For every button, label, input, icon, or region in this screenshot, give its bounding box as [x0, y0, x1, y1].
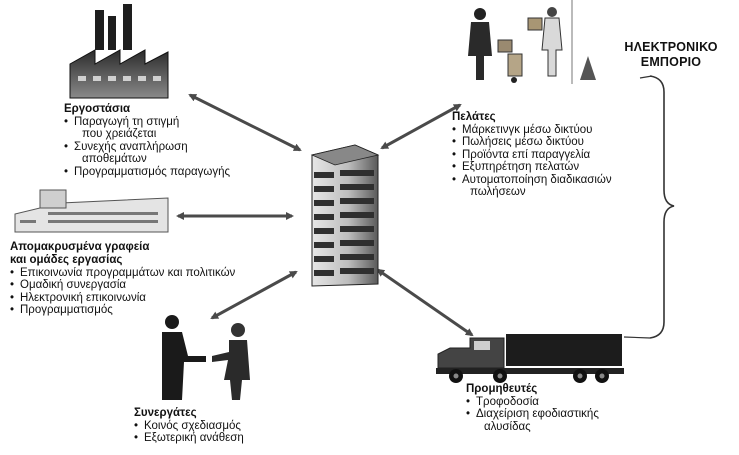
- list-item: Επικοινωνία προγραμμάτων και πολιτικών: [10, 267, 235, 280]
- list-item: Προγραμματισμός παραγωγής: [64, 166, 230, 179]
- delivery-person-icon: [468, 0, 596, 84]
- node-remote-offices: Απομακρυσμένα γραφεία και ομάδες εργασία…: [10, 241, 235, 317]
- customers-title: Πελάτες: [452, 111, 496, 123]
- list-item: Ηλεκτρονική επικοινωνία: [10, 292, 235, 305]
- list-item: Παραγωγή τη στιγμή: [64, 116, 230, 129]
- truck-icon: [436, 334, 624, 383]
- partners-title: Συνεργάτες: [134, 407, 197, 419]
- list-item: πωλήσεων: [470, 186, 526, 199]
- remote-offices-title-line1: Απομακρυσμένα γραφεία: [10, 241, 150, 253]
- list-item: Προϊόντα επί παραγγελία: [452, 149, 612, 162]
- remote-offices-list: Επικοινωνία προγραμμάτων και πολιτικών Ο…: [10, 267, 235, 317]
- list-item: Διαχείριση εφοδιαστικής: [466, 408, 599, 421]
- node-customers: Πελάτες Μάρκετινγκ μέσω δικτύου Πωλήσεις…: [452, 111, 612, 198]
- customers-list: Μάρκετινγκ μέσω δικτύου Πωλήσεις μέσω δι…: [452, 124, 612, 198]
- arrow-suppliers: [376, 268, 474, 337]
- suppliers-list: Τροφοδοσία Διαχείριση εφοδιαστικής αλυσί…: [466, 396, 599, 433]
- list-item: Προγραμματισμός: [10, 304, 235, 317]
- list-item: Ομαδική συνεργασία: [10, 279, 235, 292]
- handshake-icon: [162, 315, 250, 400]
- list-item: Αυτοματοποίηση διαδικασιών: [452, 174, 612, 187]
- list-item: αποθεμάτων: [82, 153, 147, 166]
- ecommerce-brace: [649, 75, 675, 339]
- suppliers-title: Προμηθευτές: [466, 383, 538, 395]
- ecommerce-label: ΗΛΕΚΤΡΟΝΙΚΟ ΕΜΠΟΡΙΟ: [612, 40, 730, 70]
- list-item: Εξωτερική ανάθεση: [134, 432, 244, 445]
- arrow-factories: [188, 93, 302, 152]
- partners-list: Κοινός σχεδιασμός Εξωτερική ανάθεση: [134, 420, 244, 445]
- central-building-icon: [310, 144, 380, 287]
- list-item: αλυσίδας: [484, 420, 531, 433]
- list-item: που χρειάζεται: [82, 128, 157, 141]
- list-item: Μάρκετινγκ μέσω δικτύου: [452, 124, 612, 137]
- brace-link-customers: [639, 75, 653, 79]
- node-suppliers: Προμηθευτές Τροφοδοσία Διαχείριση εφοδια…: [466, 383, 599, 433]
- factory-icon: [69, 4, 169, 99]
- office-building-icon: [14, 189, 169, 233]
- brace-link-suppliers: [623, 336, 651, 339]
- list-item: Εξυπηρέτηση πελατών: [452, 161, 612, 174]
- ecommerce-label-line2: ΕΜΠΟΡΙΟ: [640, 55, 702, 69]
- ecommerce-label-line1: ΗΛΕΚΤΡΟΝΙΚΟ: [624, 40, 718, 54]
- node-factories: Εργοστάσια Παραγωγή τη στιγμή που χρειάζ…: [64, 103, 230, 178]
- factories-list: Παραγωγή τη στιγμή που χρειάζεται Συνεχή…: [64, 116, 230, 178]
- remote-offices-title-line2: και ομάδες εργασίας: [10, 254, 123, 266]
- list-item: Πωλήσεις μέσω δικτύου: [452, 136, 612, 149]
- factories-title: Εργοστάσια: [64, 103, 131, 115]
- node-partners: Συνεργάτες Κοινός σχεδιασμός Εξωτερική α…: [134, 407, 244, 445]
- list-item: Κοινός σχεδιασμός: [134, 420, 244, 433]
- list-item: Τροφοδοσία: [466, 396, 599, 409]
- list-item: Συνεχής αναπλήρωση: [64, 141, 230, 154]
- arrow-customers: [380, 103, 462, 150]
